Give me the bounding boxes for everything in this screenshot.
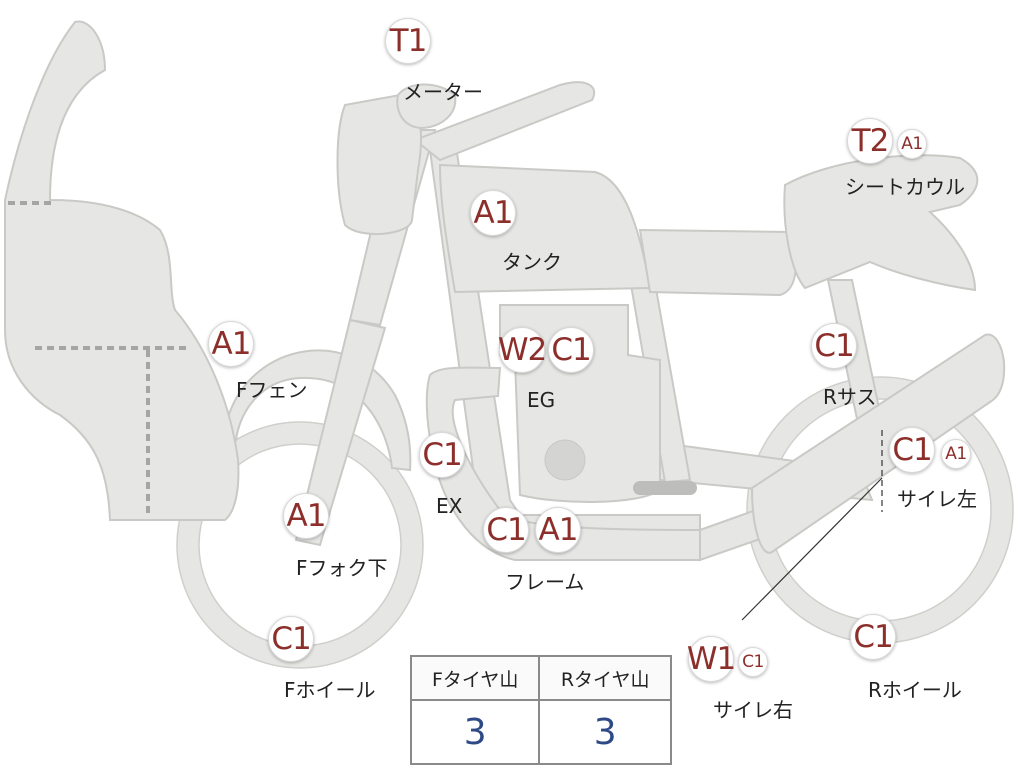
silencer-left-grade-badge: C1 [889,427,935,473]
front-tire-header: Fタイヤ山 [409,655,541,701]
silencer-left-label: サイレ左 [897,487,977,511]
seat-cowl-sub-grade-badge: A1 [897,129,927,159]
rear-suspension-label: Rサス [823,385,877,409]
frame-grade-badge-c: C1 [483,507,529,553]
tire-table-value-row: 3 3 [409,699,672,765]
front-fender-label: Fフェン [236,378,308,402]
rear-tire-value: 3 [538,699,672,765]
front-tire-value: 3 [409,699,541,765]
engine-grade-badge-c: C1 [548,327,594,373]
meter-label: メーター [403,80,483,104]
front-wheel-grade-badge: C1 [268,616,314,662]
rear-wheel-grade-badge: C1 [850,614,896,660]
seat-cowl-grade-badge: T2 [847,118,893,164]
frame-grade-badge-a: A1 [535,507,581,553]
frame-label: フレーム [505,570,585,594]
tire-tread-table: Fタイヤ山 Rタイヤ山 3 3 [409,655,672,765]
front-fairing [4,20,240,521]
meter-grade-badge: T1 [385,18,431,64]
seat [638,228,797,297]
silencer-right-sub-grade-badge: C1 [738,647,768,677]
silencer [750,333,1006,554]
silencer-left-sub-grade-badge: A1 [941,439,971,469]
tire-table-header-row: Fタイヤ山 Rタイヤ山 [409,655,672,701]
silencer-right-label: サイレ右 [713,698,793,722]
front-wheel-label: Fホイール [284,678,376,702]
handlebar [413,81,595,162]
front-fork-lower-grade-badge: A1 [283,493,329,539]
rear-wheel-label: Rホイール [868,678,962,702]
rear-suspension-grade-badge: C1 [811,323,857,369]
engine-cover [544,439,586,481]
silencer-right-grade-badge: W1 [687,636,736,682]
seat-cowl-label: シートカウル [845,175,965,199]
engine-label: EG [527,388,556,412]
exhaust-grade-badge: C1 [419,432,465,478]
front-fork-lower-label: Fフォク下 [296,556,388,580]
rear-tire-header: Rタイヤ山 [538,655,672,701]
engine-grade-badge-w: W2 [498,327,547,373]
front-fender-grade-badge: A1 [208,321,254,367]
tank-grade-badge: A1 [470,190,516,236]
tank-label: タンク [502,250,562,274]
exhaust-label: EX [436,494,463,518]
